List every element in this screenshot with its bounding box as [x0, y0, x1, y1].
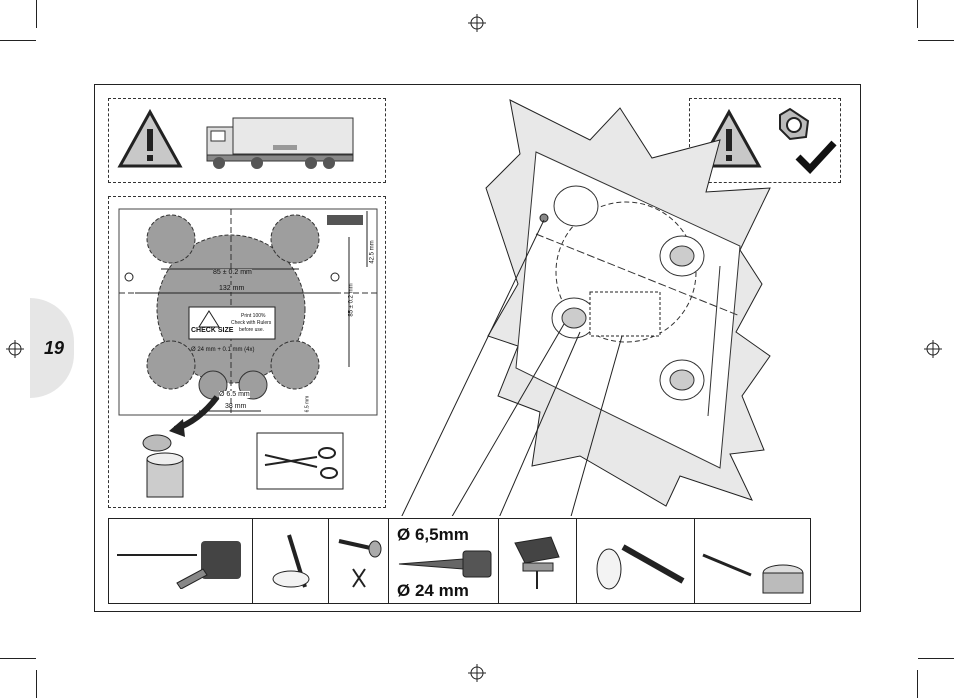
jigsaw-icon — [514, 536, 560, 589]
warning-truck-panel — [108, 98, 386, 183]
dim-85-label: 85 ± 0.2 mm — [213, 269, 252, 276]
crop-mark — [918, 40, 954, 41]
illustration-frame — [94, 84, 861, 612]
dim-85-vertical-label: 85 ± 0.2 mm — [348, 283, 355, 317]
drill-large-label: Ø 24 mm — [397, 581, 469, 600]
crop-mark — [36, 670, 37, 698]
tool-cell-marking — [253, 519, 329, 603]
checkmark-icon — [795, 140, 837, 175]
tape-measure-icon — [117, 541, 241, 589]
warning-check-panel — [689, 98, 841, 183]
tool-cell-drill: Ø 6,5mm Ø 24 mm — [389, 519, 499, 603]
pencil-hand-icon — [272, 534, 310, 588]
drill-bit-icon — [398, 550, 492, 578]
hole-large-label: Ø 24 mm + 0.1 mm (4x) — [191, 347, 255, 353]
dim-6-label: 6.5 mm — [304, 395, 311, 413]
tool-cell-tape-measure — [109, 519, 253, 603]
cutter-icon — [338, 539, 382, 588]
crop-mark — [0, 40, 36, 41]
tool-cell-paint — [695, 519, 812, 603]
warning-triangle-icon — [117, 109, 183, 168]
tool-cell-deburring — [577, 519, 695, 603]
warning-line-2: Check with Rulers — [231, 320, 272, 326]
template-panel: 85 ± 0.2 mm 132 mm 42.5 mm 85 ± 0.2 mm P… — [108, 196, 386, 508]
registration-mark-icon — [6, 340, 24, 358]
check-size-label: CHECK SIZE — [191, 327, 234, 334]
registration-mark-icon — [468, 14, 486, 32]
warning-line-1: Print 100% — [241, 313, 266, 319]
tool-cell-jigsaw — [499, 519, 577, 603]
file-tool-icon — [596, 544, 685, 590]
registration-mark-icon — [468, 664, 486, 682]
hole-small-label: Ø 6.5 mm — [219, 391, 250, 398]
drill-small-label: Ø 6,5mm — [397, 525, 469, 544]
dim-38-label: 38 mm — [225, 403, 247, 410]
template-drawing — [118, 208, 378, 498]
crop-mark — [918, 658, 954, 659]
tool-cell-cutting — [329, 519, 389, 603]
truck-icon — [206, 117, 354, 169]
page-number: 19 — [44, 338, 65, 358]
bracket-icon — [779, 107, 810, 141]
tools-strip: Ø 6,5mm Ø 24 mm — [108, 518, 811, 604]
paint-brush-icon — [702, 553, 804, 594]
crop-mark — [917, 670, 918, 698]
warning-line-3: before use. — [239, 327, 265, 333]
wall-mount-illustration — [401, 99, 771, 516]
crop-mark — [917, 0, 918, 28]
registration-mark-icon — [924, 340, 942, 358]
dim-132-label: 132 mm — [219, 285, 245, 292]
crop-mark — [0, 658, 36, 659]
crop-mark — [36, 0, 37, 28]
dim-42-label: 42.5 mm — [369, 240, 376, 264]
